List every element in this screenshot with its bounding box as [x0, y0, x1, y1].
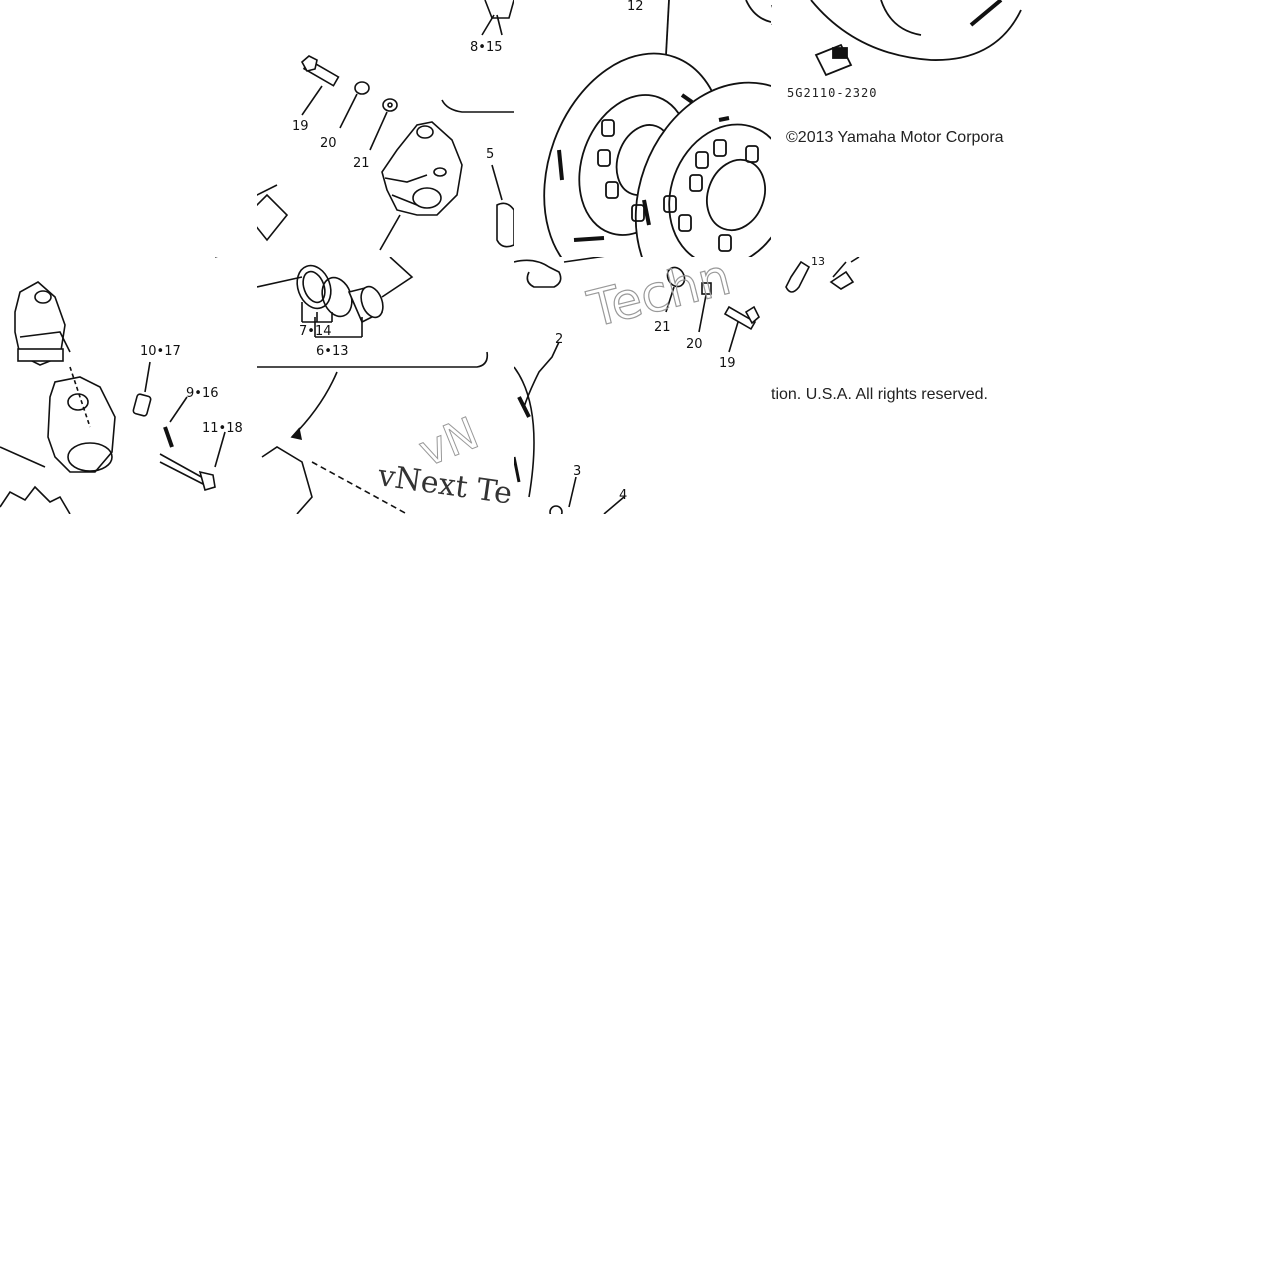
callout-9-16: 9•16 — [186, 386, 218, 401]
callout-10-17: 10•17 — [140, 344, 181, 359]
diagram-tile-brake-disc: 12 — [514, 0, 771, 257]
brake-disc-drawing: 12 — [543, 0, 771, 257]
diagram-tile-piston-seals: 7•14 6•13 vNext Te vN — [257, 257, 514, 514]
diagram-tile-bolts: 2 3 4 21 20 19 Techn — [514, 257, 771, 514]
copyright-part-1: ©2013 Yamaha Motor Corpora — [786, 129, 1004, 146]
callout-20-top: 20 — [320, 136, 337, 151]
callout-20-bottom: 20 — [686, 337, 703, 352]
callout-8-15: 8•15 — [470, 40, 502, 55]
small-parts-drawing: 13 — [785, 257, 860, 293]
callout-19-top: 19 — [292, 119, 309, 134]
diagram-tile-copyright-end: 13 tion. U.S.A. All rights reserved. — [771, 257, 1028, 514]
callout-3: 3 — [573, 464, 581, 479]
callout-21-bottom: 21 — [654, 320, 671, 335]
caliper-assembly-drawing: 10•17 9•16 11•18 — [0, 257, 243, 514]
copyright-part-2: tion. U.S.A. All rights reserved. — [771, 386, 988, 403]
callout-11-18: 11•18 — [202, 421, 243, 436]
diagram-tile-code-copyright: 5G2110-2320 ©2013 Yamaha Motor Corpora — [771, 0, 1028, 257]
diagram-tile-caliper-top: 19 20 21 5 8•15 — [257, 0, 514, 257]
part-code: 5G2110-2320 — [787, 86, 878, 100]
callout-4: 4 — [619, 488, 627, 503]
disc-fragment-drawing — [771, 0, 1022, 77]
callout-5: 5 — [486, 147, 494, 162]
callout-7-14: 7•14 — [299, 324, 331, 339]
caliper-top-drawing: 19 20 21 5 8•15 — [257, 0, 514, 251]
callout-19-bottom: 19 — [719, 356, 736, 371]
bolts-drawing: 2 3 4 21 20 19 Techn — [514, 257, 760, 514]
callout-21-top: 21 — [353, 156, 370, 171]
piston-seals-drawing: 7•14 6•13 vNext Te vN — [257, 257, 514, 514]
diagram-tile-caliper-assembly: 10•17 9•16 11•18 — [0, 257, 257, 514]
callout-6-13: 6•13 — [316, 344, 348, 359]
callout-13: 13 — [811, 257, 825, 268]
callout-12: 12 — [627, 0, 644, 14]
callout-2: 2 — [555, 332, 563, 347]
